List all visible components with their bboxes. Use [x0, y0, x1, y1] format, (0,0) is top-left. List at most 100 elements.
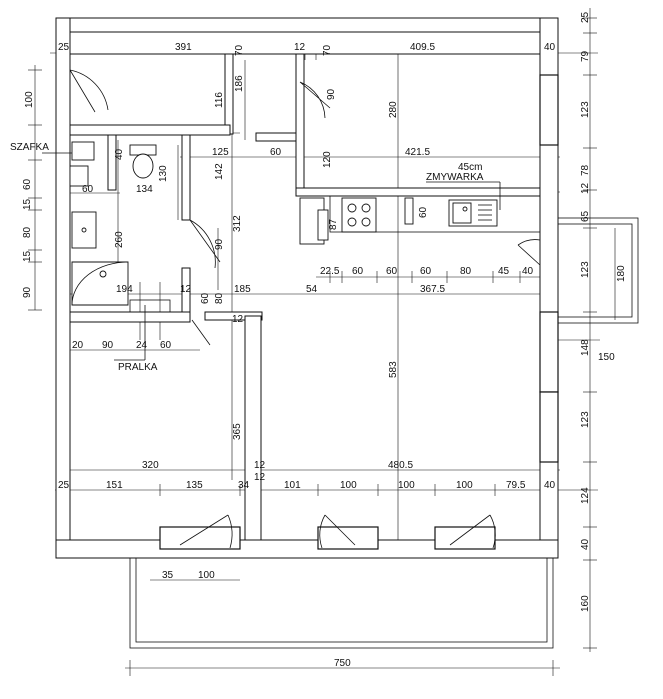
dim-12b: 12 [180, 284, 192, 295]
dim-40-wc: 40 [114, 148, 125, 160]
dim-12-r1: 12 [580, 182, 591, 194]
dimension-lines [28, 8, 616, 676]
dimension-labels: 25 391 70 12 70 409.5 40 25 79 100 116 1… [22, 11, 627, 669]
dim-135: 135 [186, 480, 203, 491]
dim-260: 260 [114, 231, 125, 248]
dim-70a: 70 [234, 44, 245, 56]
dim-312: 312 [232, 215, 243, 232]
doors [69, 69, 541, 549]
dim-186: 186 [234, 75, 245, 92]
kitchen-counter [329, 195, 541, 233]
dim-87: 87 [328, 218, 339, 230]
dim-24: 24 [136, 340, 148, 351]
dim-90-door: 90 [326, 88, 337, 100]
dim-54: 54 [306, 284, 318, 295]
shower-tray [71, 261, 129, 306]
dim-60-k2: 60 [386, 266, 398, 277]
dim-12c: 12 [232, 314, 244, 325]
dim-480-5: 480.5 [388, 460, 413, 471]
dim-40-b: 40 [544, 480, 556, 491]
dim-134: 134 [136, 184, 153, 195]
dim-25-r: 25 [580, 11, 591, 23]
dim-750: 750 [334, 658, 351, 669]
dim-70b: 70 [322, 44, 333, 56]
cooktop [341, 197, 377, 233]
pralka-space [129, 299, 171, 313]
dim-185: 185 [234, 284, 251, 295]
dim-80-k: 80 [460, 266, 472, 277]
dim-391: 391 [175, 42, 192, 53]
dim-15b: 15 [22, 250, 33, 262]
label-pralka: PRALKA [118, 362, 158, 373]
dim-80: 80 [22, 226, 33, 238]
label-zmywarka-size: 45cm [458, 162, 482, 173]
dim-194: 194 [116, 284, 133, 295]
dim-90-l: 90 [22, 286, 33, 298]
washbasin-drain [81, 227, 87, 233]
dim-409-5: 409.5 [410, 42, 435, 53]
dim-150: 150 [598, 352, 615, 363]
dim-40-r: 40 [580, 538, 591, 550]
hand-sink [69, 165, 89, 187]
dim-60-k: 60 [418, 206, 429, 218]
dim-90-bath: 90 [214, 238, 225, 250]
dim-60-l: 60 [22, 178, 33, 190]
room-labels: SZAFKA PRALKA 45cm ZMYWARKA [10, 142, 484, 373]
dim-100-b2: 100 [398, 480, 415, 491]
toilet-bowl [132, 153, 154, 179]
washbasin [71, 211, 97, 249]
dim-142: 142 [214, 163, 225, 180]
dim-100-b1: 100 [340, 480, 357, 491]
dim-100-b3: 100 [456, 480, 473, 491]
dim-60-k1: 60 [352, 266, 364, 277]
dim-40a: 40 [544, 42, 556, 53]
dim-280: 280 [388, 101, 399, 118]
dim-148: 148 [580, 339, 591, 356]
dim-22-5: 22.5 [320, 266, 340, 277]
dim-365: 365 [232, 423, 243, 440]
dim-25-top: 25 [58, 42, 70, 53]
dim-34: 34 [238, 480, 250, 491]
fixtures [69, 141, 541, 313]
dim-65: 65 [580, 210, 591, 222]
dim-180: 180 [616, 265, 627, 282]
dim-130: 130 [158, 165, 169, 182]
dim-12e: 12 [254, 472, 266, 483]
dim-79: 79 [580, 50, 591, 62]
dim-123a: 123 [580, 101, 591, 118]
dim-35: 35 [162, 570, 174, 581]
toilet-tank [129, 144, 157, 156]
dim-151: 151 [106, 480, 123, 491]
dim-125: 125 [212, 147, 229, 158]
szafka-cabinet [71, 141, 95, 161]
dim-116: 116 [214, 92, 225, 108]
dim-100-bal: 100 [198, 570, 215, 581]
dim-160: 160 [580, 595, 591, 612]
label-zmywarka: ZMYWARKA [426, 172, 484, 183]
dim-40-k: 40 [522, 266, 534, 277]
dim-60-p: 60 [160, 340, 172, 351]
dim-367-5: 367.5 [420, 284, 445, 295]
dim-60-small: 60 [82, 184, 94, 195]
label-leaders [42, 152, 501, 361]
dim-60-k3: 60 [420, 266, 432, 277]
dim-583: 583 [388, 361, 399, 378]
dim-90-p: 90 [102, 340, 114, 351]
dim-20: 20 [72, 340, 84, 351]
dim-78: 78 [580, 164, 591, 176]
dim-123b: 123 [580, 261, 591, 278]
dim-79-5: 79.5 [506, 480, 526, 491]
dim-124: 124 [580, 487, 591, 504]
label-szafka: SZAFKA [10, 142, 49, 153]
dim-60-mid: 60 [270, 147, 282, 158]
dim-80-v: 80 [214, 292, 225, 304]
dim-101: 101 [284, 480, 301, 491]
dim-25-b: 25 [58, 480, 70, 491]
dim-15a: 15 [22, 198, 33, 210]
dim-120: 120 [322, 151, 333, 168]
dim-45: 45 [498, 266, 510, 277]
dim-12d: 12 [254, 460, 266, 471]
shower-drain [99, 270, 107, 278]
dim-100-l: 100 [24, 91, 35, 108]
